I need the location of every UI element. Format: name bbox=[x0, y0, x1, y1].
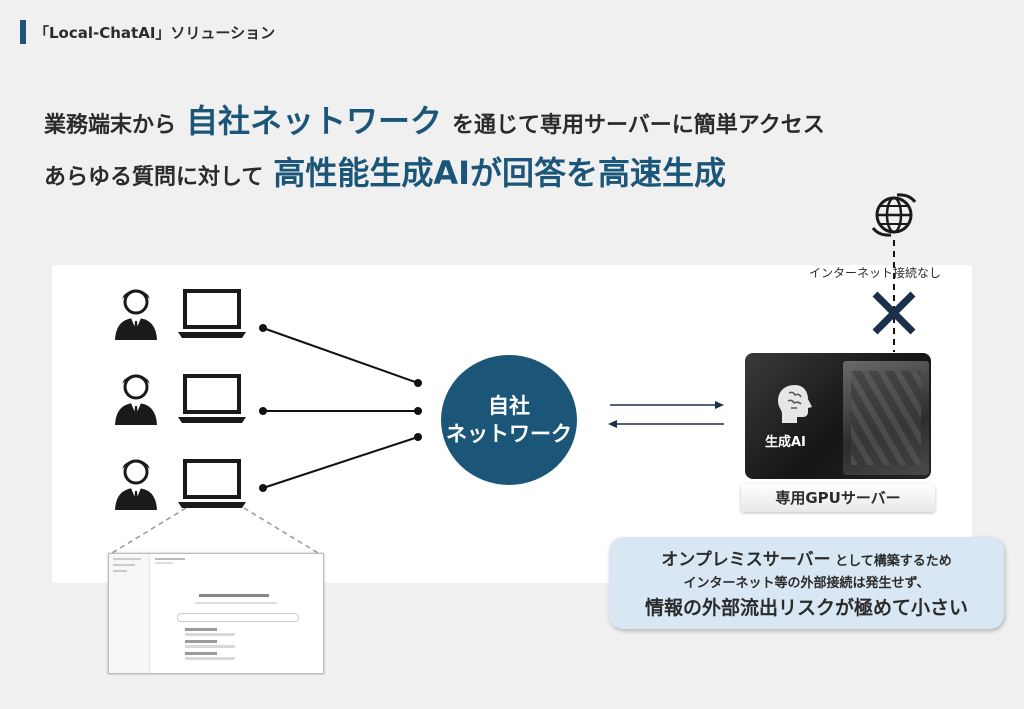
headline-1-highlight: 自社ネットワーク bbox=[186, 102, 443, 140]
callout-line-1: オンプレミスサーバー として構築するため bbox=[609, 545, 1004, 570]
headline-2-highlight: 高性能生成AIが回答を高速生成 bbox=[273, 154, 727, 192]
network-label-line-2: ネットワーク bbox=[446, 422, 572, 446]
no-internet-label: インターネット接続なし bbox=[809, 266, 942, 280]
callout-line-1-rest: として構築するため bbox=[835, 554, 952, 569]
chat-app-thumbnail bbox=[108, 553, 324, 674]
slide-label: 「Local-ChatAI」ソリューション bbox=[20, 20, 275, 44]
headline-1-pre: 業務端末から bbox=[44, 113, 177, 138]
thumbnail-sidebar bbox=[109, 554, 150, 673]
line-terminal-3 bbox=[262, 436, 419, 489]
headline-line-2: あらゆる質問に対して高性能生成AIが回答を高速生成 bbox=[44, 148, 736, 194]
slide-label-bar bbox=[20, 20, 26, 44]
headline-1-post: を通じて専用サーバーに簡単アクセス bbox=[452, 113, 825, 138]
thumbnail-input bbox=[177, 613, 299, 622]
dot-terminal-2 bbox=[259, 407, 267, 415]
network-label-line-1: 自社 bbox=[488, 393, 530, 418]
dot-network-3 bbox=[414, 433, 422, 441]
dot-terminal-3 bbox=[259, 484, 267, 492]
person-icon bbox=[115, 459, 157, 510]
slide-label-text: 「Local-ChatAI」ソリューション bbox=[34, 23, 276, 42]
dot-network-2 bbox=[414, 407, 422, 415]
laptop-icon bbox=[178, 374, 246, 423]
laptop-icon bbox=[178, 289, 246, 338]
server-ai-label: 生成AI bbox=[765, 435, 806, 450]
line-terminal-1 bbox=[262, 327, 419, 384]
headline-2-pre: あらゆる質問に対して bbox=[44, 165, 264, 190]
laptop-icon bbox=[178, 459, 246, 508]
server-caption: 専用GPUサーバー bbox=[741, 484, 935, 512]
arrow-to-server-head bbox=[715, 401, 724, 409]
callout-line-1-emphasis: オンプレミスサーバー bbox=[661, 550, 831, 570]
server-case bbox=[843, 361, 929, 475]
arrow-to-network-head bbox=[608, 420, 617, 428]
person-icon bbox=[115, 374, 157, 425]
company-network-node: 自社 ネットワーク bbox=[441, 355, 577, 485]
dot-network-1 bbox=[414, 379, 422, 387]
person-icon bbox=[115, 289, 157, 340]
callout-line-2: インターネット等の外部接続は発生せず、 bbox=[683, 576, 930, 591]
headline-line-1: 業務端末から自社ネットワークを通じて専用サーバーに簡単アクセス bbox=[44, 96, 825, 142]
zoom-line-left bbox=[111, 507, 187, 554]
security-callout: オンプレミスサーバー として構築するため インターネット等の外部接続は発生せず、… bbox=[609, 537, 1004, 629]
x-mark-icon bbox=[872, 291, 916, 335]
dot-terminal-1 bbox=[259, 324, 267, 332]
brain-icon bbox=[778, 385, 812, 423]
globe-icon bbox=[871, 193, 917, 237]
gpu-server-image: 生成AI bbox=[745, 353, 931, 479]
callout-line-3: 情報の外部流出リスクが極めて小さい bbox=[644, 597, 968, 619]
zoom-line-right bbox=[243, 507, 319, 554]
